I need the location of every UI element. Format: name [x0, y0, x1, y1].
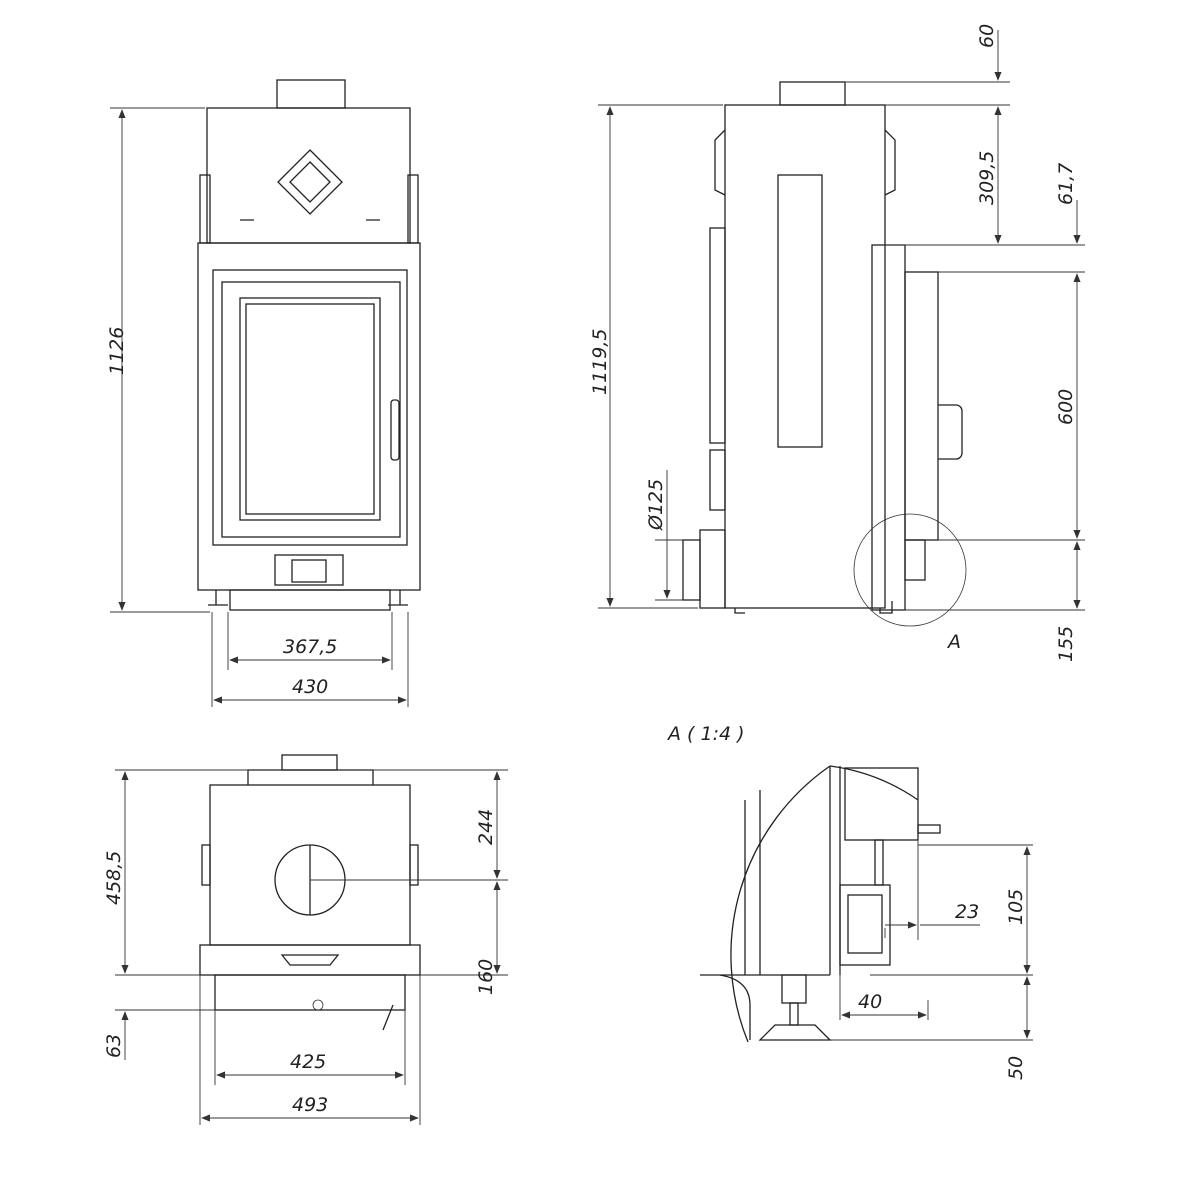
dim-40: 40: [858, 991, 882, 1013]
detail-title: A ( 1:4 ): [666, 723, 745, 745]
dim-to-center: 244: [475, 809, 497, 845]
dim-50: 50: [1005, 1056, 1027, 1080]
dim-top-depth: 458,5: [103, 851, 125, 905]
dim-23: 23: [955, 901, 979, 923]
side-view: A 1119,5 Ø125 60 309,5 61,7 600 155: [589, 24, 1085, 662]
front-view: 1126 367,5 430: [106, 79, 421, 707]
top-view: 458,5 244 160 63 425 493: [103, 754, 508, 1125]
dim-flue-diameter: Ø125: [645, 479, 667, 531]
dim-inner-width: 425: [290, 1051, 326, 1073]
dim-plate: 63: [103, 1034, 125, 1058]
detail-marker-a: A: [946, 631, 961, 653]
dim-front-width: 430: [292, 676, 328, 698]
dim-top-width: 493: [292, 1094, 328, 1116]
dim-gap: 61,7: [1055, 163, 1077, 205]
dim-front-depth: 160: [475, 959, 497, 995]
dim-top-offset: 60: [976, 24, 998, 48]
detail-a-view: A ( 1:4 ) 105 50 23 40: [666, 723, 1033, 1080]
dim-feet-span: 367,5: [283, 636, 337, 658]
dim-top-box: 309,5: [976, 151, 998, 205]
dim-105: 105: [1005, 889, 1027, 925]
dim-side-height: 1119,5: [589, 329, 611, 395]
dim-door-height: 600: [1055, 389, 1077, 425]
dim-bottom: 155: [1055, 626, 1077, 662]
dim-front-height: 1126: [106, 327, 128, 375]
